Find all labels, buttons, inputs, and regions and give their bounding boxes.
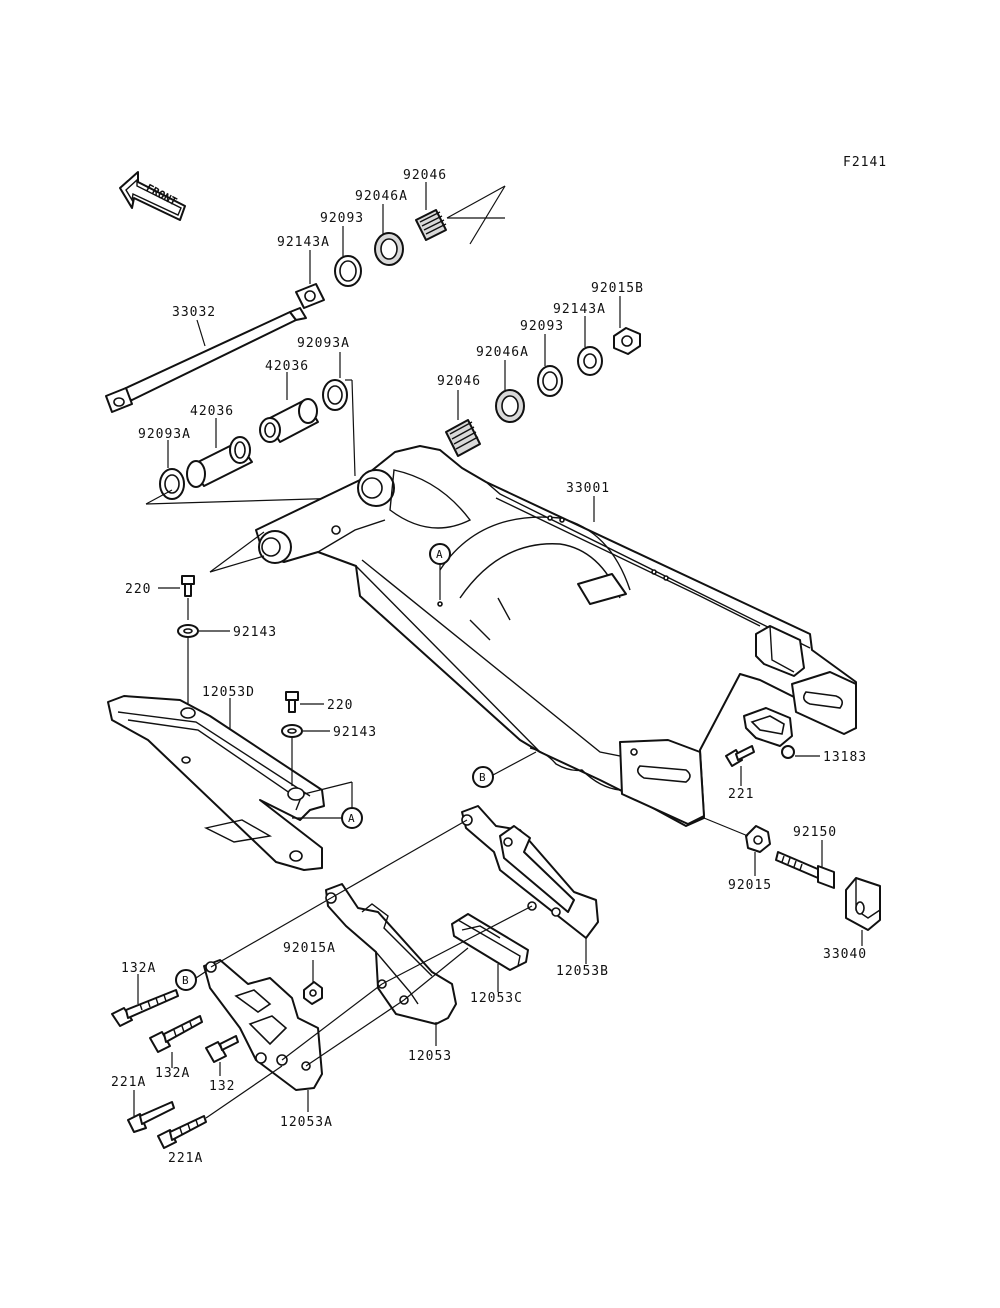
ref-mark-b-upper: B [472, 751, 537, 788]
guide-plate-12053 [325, 883, 457, 1025]
label-221a-left: 221A [111, 1075, 146, 1090]
bolt-132a-mid [149, 1015, 203, 1053]
bolt-132 [205, 1035, 239, 1063]
guide-plate-12053a [203, 959, 323, 1091]
ref-mark-b-lower: B [175, 969, 209, 991]
label-12053d: 12053D [202, 685, 255, 700]
nut-92015 [745, 825, 771, 853]
label-12053c: 12053C [470, 991, 523, 1006]
label-92046-top: 92046 [403, 168, 447, 183]
bolt-92150 [775, 851, 835, 889]
front-direction-arrow: FRONT [119, 171, 186, 221]
label-92015a: 92015A [283, 941, 336, 956]
collar-92143a-right [577, 346, 603, 376]
collar-42036-lower [186, 436, 253, 488]
label-92046-right: 92046 [437, 374, 481, 389]
label-33001: 33001 [566, 481, 610, 496]
label-221a-bottom: 221A [168, 1151, 203, 1166]
ref-mark-a-lower: A [341, 807, 363, 829]
chain-slider-12053d [107, 695, 325, 871]
label-221: 221 [728, 787, 754, 802]
label-12053a: 12053A [280, 1115, 333, 1130]
collar-92143a-top [295, 283, 325, 309]
label-92093-right: 92093 [520, 319, 564, 334]
label-92015b: 92015B [591, 281, 644, 296]
label-132a-mid: 132A [155, 1066, 190, 1081]
label-92015: 92015 [728, 878, 772, 893]
label-92143a-top: 92143A [277, 235, 330, 250]
label-92143-mid: 92143 [333, 725, 377, 740]
bolt-221a-bottom [157, 1115, 207, 1149]
seal-92093a-upper [322, 379, 348, 411]
svg-text:A: A [436, 548, 443, 561]
label-33032: 33032 [172, 305, 216, 320]
label-92093a-upper: 92093A [297, 336, 350, 351]
washer-92143-left [177, 624, 199, 638]
pivot-shaft [105, 307, 307, 413]
bolt-132a-top [111, 989, 179, 1027]
screw-221 [725, 745, 755, 767]
guide-plate-12053b [461, 805, 599, 939]
label-132a-top: 132A [121, 961, 156, 976]
ref-mark-a-upper: A [429, 543, 451, 600]
label-92143-left: 92143 [233, 625, 277, 640]
collar-42036-upper [259, 398, 319, 443]
figure-code: F2141 [843, 155, 887, 170]
needle-bearing-92046-top [415, 209, 447, 241]
label-33040: 33040 [823, 947, 867, 962]
label-220-mid: 220 [327, 698, 353, 713]
label-92046a-top: 92046A [355, 189, 408, 204]
label-92093a-lower: 92093A [138, 427, 191, 442]
label-92093-top: 92093 [320, 211, 364, 226]
seal-92093-right [537, 365, 563, 397]
swing-arm-33001 [255, 445, 857, 827]
bolt-220-left [181, 575, 195, 597]
label-12053b: 12053B [556, 964, 609, 979]
label-42036-lower: 42036 [190, 404, 234, 419]
label-13183: 13183 [823, 750, 867, 765]
cover-13183 [743, 707, 795, 759]
label-12053: 12053 [408, 1049, 452, 1064]
bolt-221a-left [127, 1101, 175, 1133]
svg-text:B: B [182, 974, 189, 987]
nut-92015b [613, 327, 641, 355]
svg-text:B: B [479, 771, 486, 784]
washer-92143-mid [281, 724, 303, 738]
adjuster-block-33040 [845, 877, 881, 931]
label-92150: 92150 [793, 825, 837, 840]
seal-92093a-lower [159, 468, 185, 500]
label-220-left: 220 [125, 582, 151, 597]
bolt-220-mid [285, 691, 299, 713]
seal-92093-top [334, 255, 362, 287]
needle-bearing-92046-right [445, 419, 481, 457]
svg-text:A: A [348, 812, 355, 825]
label-42036-upper: 42036 [265, 359, 309, 374]
label-92046a-right: 92046A [476, 345, 529, 360]
bearing-92046a-top [374, 232, 404, 266]
label-132: 132 [209, 1079, 235, 1094]
bearing-92046a-right [495, 389, 525, 423]
label-92143a-right: 92143A [553, 302, 606, 317]
slider-block-12053c [451, 913, 529, 971]
nut-92015a [303, 981, 323, 1005]
